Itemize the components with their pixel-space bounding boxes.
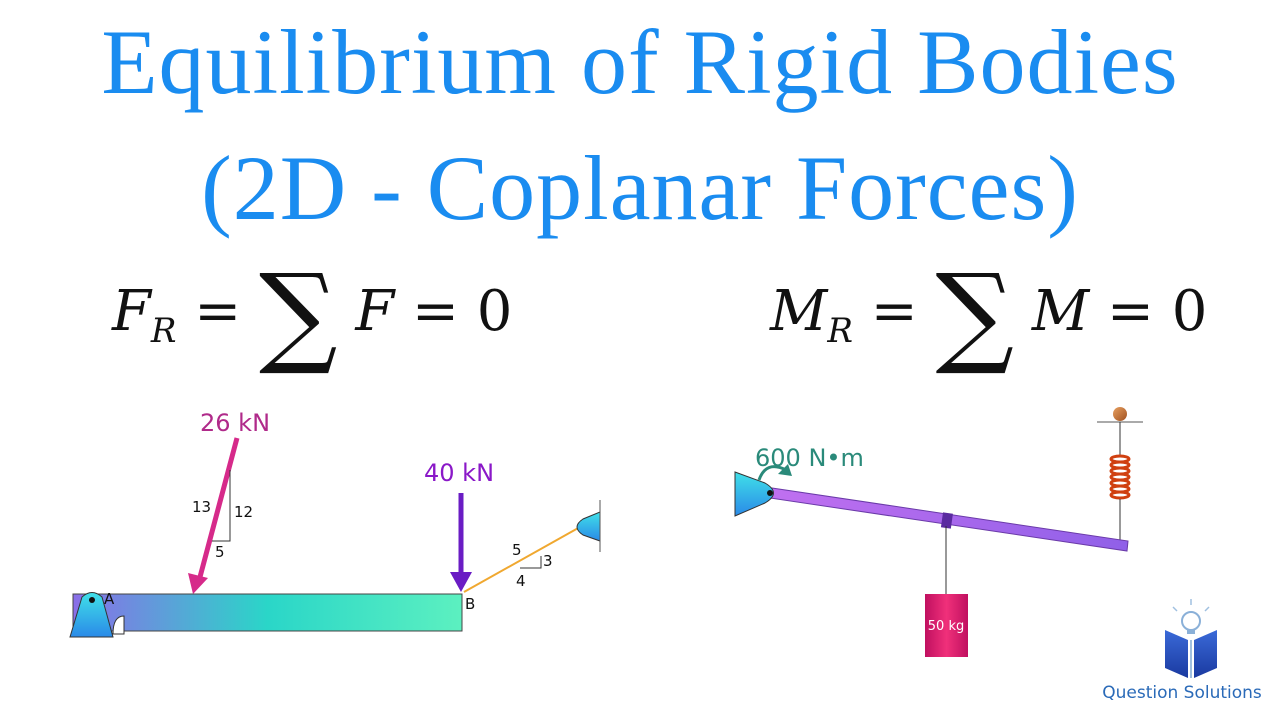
moment-eq-sub: R [827,311,853,352]
rod-diagram: 600 N•m 50 kg [734,407,1143,657]
slope-triangle-1 [212,470,231,542]
moment-arrowhead [778,464,792,476]
force-eq-sub: R [150,311,177,352]
support-notch [112,615,125,635]
force-26-arrowhead [188,573,208,594]
label-a: A [104,590,115,608]
triangle-1-hyp: 13 [192,498,211,516]
mass-label: 50 kg [928,619,964,634]
lightbulb-icon [1172,599,1210,634]
moment-eq-sum-symbol: ∑ [935,250,1015,378]
force-eq-sum-symbol: ∑ [259,250,338,378]
force-40-arrowhead [450,572,472,592]
logo: Question Solutions [1102,599,1262,703]
moment-eq-var: M [1031,279,1090,344]
force-eq-rhs: = 0 [394,279,513,344]
moment-label: 600 N•m [755,444,864,472]
title-line-1: Equilibrium of Rigid Bodies [101,11,1179,113]
force-eq-lhs: F [112,279,151,344]
moment-eq-lhs: M [770,279,828,344]
rod-pin-support [734,471,774,517]
label-b: B [465,595,475,613]
triangle-2-vertical: 3 [543,552,553,570]
force-26-arrow-shaft [197,437,240,578]
cable [463,526,581,593]
triangle-1-vertical: 12 [234,503,253,521]
force-eq-var: F [355,279,395,344]
spring [1109,454,1131,500]
mass-block [925,594,968,657]
force-26-label: 26 kN [200,409,270,437]
logo-text: Question Solutions [1102,683,1262,703]
pin-support-a [69,592,114,638]
triangle-1-base: 5 [215,543,225,561]
moment-eq-rhs: = 0 [1089,279,1208,344]
slope-triangle-2 [520,556,542,569]
triangle-2-base: 4 [516,572,526,590]
rod-clamp [940,512,953,529]
pin-a [89,597,95,603]
moment-eq-equals: = [870,279,936,344]
triangle-2-hyp: 5 [512,541,522,559]
rod-pin [767,490,773,496]
force-eq-equals: = [194,279,260,344]
wall-support [576,511,601,542]
book-icon [1165,630,1217,678]
moment-equation: MR = ∑ M = 0 [770,259,1208,369]
force-40-label: 40 kN [424,459,494,487]
force-equation: FR = ∑ F = 0 [112,259,513,369]
ceiling-ball [1113,407,1127,421]
beam [72,593,463,632]
beam-diagram: A B 26 kN 13 12 5 40 kN 5 3 4 [69,409,601,638]
title-line-2: (2D - Coplanar Forces) [201,137,1079,239]
moment-arrow [757,465,787,481]
